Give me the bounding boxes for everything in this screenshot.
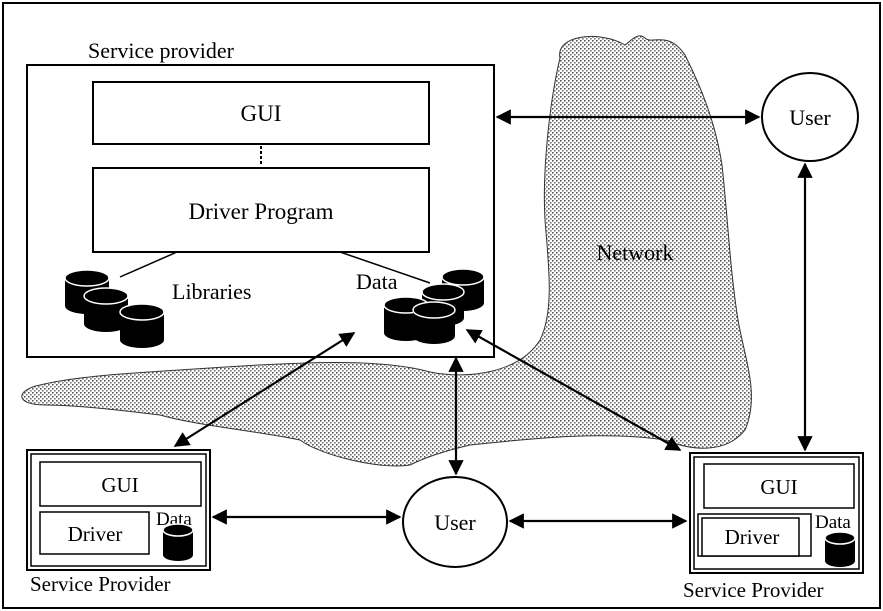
main-data-database-icon: [383, 268, 485, 344]
main-data-to-left-provider-arrow: [173, 332, 356, 447]
left-provider-label: Service Provider: [30, 572, 171, 596]
right-data-database-icon: [824, 531, 856, 567]
driver-libraries-link: [119, 251, 178, 278]
main-data-label: Data: [356, 269, 398, 294]
main-data-to-right-provider-arrow: [465, 329, 682, 451]
right-gui-label: GUI: [760, 475, 797, 499]
main-driver-label: Driver Program: [189, 199, 334, 224]
libraries-label: Libraries: [172, 279, 251, 304]
left-driver-box: [39, 511, 150, 555]
network-label: Network: [597, 240, 674, 265]
right-gui-box: [703, 463, 855, 509]
left-driver-label: Driver: [68, 522, 123, 546]
driver-data-link: [339, 251, 431, 284]
bottom-user-node: [402, 476, 508, 568]
right-data-label: Data: [815, 512, 851, 533]
right-driver-inner: [701, 517, 800, 557]
libraries-database-icon: [64, 269, 165, 348]
left-gui-box: [39, 461, 202, 507]
right-driver-label: Driver: [725, 525, 780, 549]
main-gui-label: GUI: [241, 101, 282, 126]
main-gui-box: [92, 81, 430, 145]
left-data-database-icon: [162, 523, 194, 561]
main-driver-box: [92, 167, 430, 253]
bottom-user-label: User: [434, 510, 476, 535]
top-user-label: User: [789, 105, 831, 130]
top-user-node: [761, 72, 859, 162]
right-provider-label: Service Provider: [683, 578, 824, 602]
left-gui-label: GUI: [101, 473, 138, 497]
main-provider-label: Service provider: [88, 38, 235, 63]
